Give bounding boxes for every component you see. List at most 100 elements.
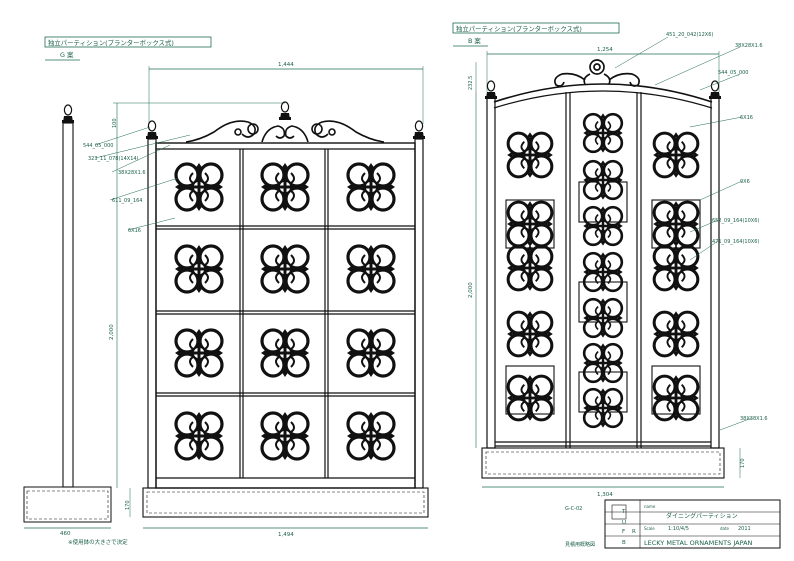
ornament-quatrefoil-icon	[173, 161, 225, 213]
ornament-quatrefoil-icon	[505, 243, 555, 293]
title-block: G-C-02 T U F R B name ダイニングパーティション Scale…	[565, 499, 781, 549]
right-view-right-post	[710, 97, 720, 449]
right-callout-1: 451_20_042(12X6)	[666, 32, 713, 38]
name-label: name	[644, 504, 656, 509]
ornament-quatrefoil-icon	[582, 112, 624, 154]
left-callout-4: 611_09_164	[112, 198, 142, 204]
left-post-finial-icon	[145, 120, 159, 140]
ornament-quatrefoil-icon	[651, 309, 701, 359]
left-post	[147, 138, 157, 489]
arch-crest-scroll	[554, 59, 640, 87]
right-callout-5: 9X6	[740, 179, 750, 185]
ornament-quatrefoil-icon	[345, 410, 397, 462]
view-letter-r: R	[632, 529, 636, 535]
left-height-dim: 2,000	[109, 324, 115, 340]
ornament-quatrefoil-icon	[582, 159, 624, 201]
left-callout-leaders	[94, 126, 191, 231]
ornament-quatrefoil-icon	[259, 410, 311, 462]
left-width-bottom-dim: 1,494	[278, 532, 294, 538]
right-post	[414, 138, 424, 489]
ornament-quatrefoil-icon	[173, 327, 225, 379]
left-box-height-dim: 170	[125, 500, 131, 510]
left-side-top-dim: 100	[112, 118, 118, 128]
left-width-top-dim: 1,444	[278, 62, 294, 68]
scale-label: Scale	[644, 526, 655, 531]
ornament-quatrefoil-icon	[582, 387, 624, 429]
left-title-group: 独立パーティション(プランターボックス式) G 案	[44, 36, 212, 61]
left-title-box	[44, 36, 212, 48]
view-letter-f: F	[622, 529, 625, 535]
ornament-quatrefoil-icon	[259, 161, 311, 213]
left-callout-3: 38X28X1.6	[118, 170, 146, 176]
ornament-quatrefoil-icon	[259, 327, 311, 379]
left-planter-box	[142, 487, 429, 518]
left-callout-2: 323_11_078(14X14)	[88, 156, 139, 162]
right-front-elevation: 1,254 232.5 2,000 170	[468, 32, 768, 498]
left-callout-5: 6X16	[128, 228, 141, 234]
right-callout-4: 6X16	[740, 115, 753, 121]
right-callout-3: 544_05_000	[718, 70, 748, 76]
right-ornament-columns	[505, 112, 701, 429]
right-subtitle: B 案	[468, 36, 481, 45]
right-callout-6: 652_09_164(10X6)	[712, 218, 759, 224]
ornament-quatrefoil-icon	[173, 410, 225, 462]
side-post	[62, 122, 74, 488]
drawing-code: G-C-02	[565, 506, 582, 512]
left-front-elevation: 1,444 2,000 100 170	[83, 62, 429, 538]
top-crest-scroll	[185, 120, 385, 143]
left-title: 独立パーティション(プランターボックス式)	[48, 38, 174, 47]
side-note: ※使用鉢の大きさで決定	[68, 538, 128, 546]
side-width-dim: 460	[60, 531, 71, 537]
right-callout-8: 38X38X1.6	[740, 416, 768, 422]
top-crest-finial-icon	[278, 101, 292, 121]
company-name: LECKY METAL ORNAMENTS JAPAN	[644, 539, 753, 547]
ornament-quatrefoil-icon	[173, 243, 225, 295]
left-callout-1: 544_05_000	[83, 143, 113, 149]
ornament-quatrefoil-icon	[582, 297, 624, 339]
right-callout-2: 38X28X1.6	[735, 43, 763, 49]
left-subtitle: G 案	[60, 50, 74, 59]
right-title: 独立パーティション(プランターボックス式)	[456, 24, 582, 33]
right-view-left-post	[486, 97, 496, 449]
right-height-dim: 2,000	[468, 282, 474, 298]
date-label: date	[720, 526, 730, 531]
ornament-quatrefoil-icon	[259, 243, 311, 295]
top-arch	[493, 83, 713, 103]
side-finial-icon	[61, 104, 75, 124]
ornament-quatrefoil-icon	[345, 161, 397, 213]
right-arch-rise-dim: 232.5	[468, 76, 474, 90]
right-width-top-dim: 1,254	[597, 47, 613, 53]
side-planter-inner	[26, 490, 109, 520]
ornament-quatrefoil-icon	[582, 342, 624, 384]
ornament-quatrefoil-icon	[505, 130, 555, 180]
left-side-elevation: 460 ※使用鉢の大きさで決定	[23, 104, 128, 546]
right-callout-leaders	[614, 36, 753, 431]
ornament-quatrefoil-icon	[505, 199, 555, 249]
document-type: 見積用概略図	[565, 541, 595, 548]
ornament-quatrefoil-icon	[651, 199, 701, 249]
view-letter-box	[611, 504, 627, 520]
right-inner-bars	[495, 92, 711, 448]
ornament-quatrefoil-icon	[651, 130, 701, 180]
top-arch-inner	[493, 90, 713, 109]
scale-value: 1:10/4/5	[668, 526, 689, 532]
ornament-quatrefoil-icon	[505, 309, 555, 359]
ornament-quatrefoil-icon	[582, 251, 624, 293]
right-box-height-dim: 170	[740, 458, 746, 468]
drawing-name: ダイニングパーティション	[666, 512, 738, 520]
right-width-bottom-dim: 1,304	[597, 492, 613, 498]
ornament-quatrefoil-icon	[345, 243, 397, 295]
ornament-quatrefoil-icon	[582, 205, 624, 247]
left-frame-rails	[156, 148, 415, 479]
view-letter-t: T	[621, 509, 626, 515]
view-letter-u: U	[622, 520, 626, 526]
side-planter-box	[23, 486, 112, 523]
ornament-quatrefoil-icon	[345, 327, 397, 379]
right-planter-inner	[485, 451, 721, 475]
left-planter-inner	[146, 491, 425, 514]
right-title-box	[452, 22, 620, 34]
view-letter-b: B	[622, 540, 626, 546]
right-callout-7: 471_09_164(10X6)	[712, 239, 759, 245]
right-title-group: 独立パーティション(プランターボックス式) B 案	[452, 22, 620, 47]
